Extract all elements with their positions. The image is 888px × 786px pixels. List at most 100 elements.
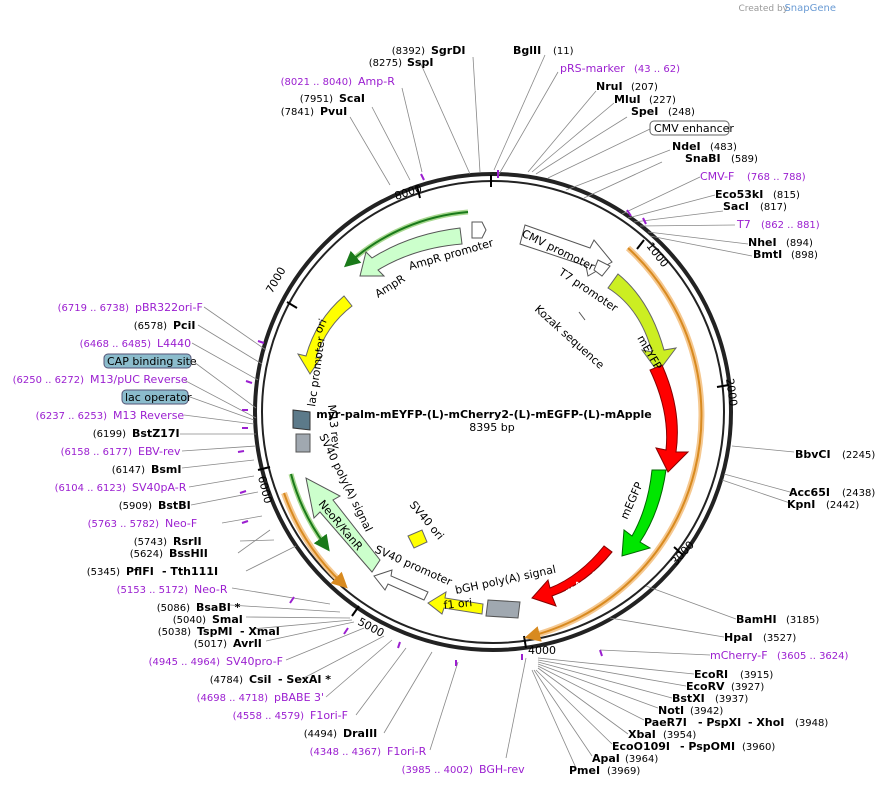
coord-pvui: (7841) (281, 107, 314, 118)
label-kozak: Kozak sequence (532, 303, 607, 372)
coord-xhoi: (3948) (795, 718, 828, 729)
enzyme-sspi[interactable]: SspI (407, 56, 433, 69)
primer-bgh-rev[interactable]: BGH-rev (479, 763, 525, 776)
enzyme-pcii[interactable]: PciI (173, 319, 195, 332)
coord-f1ori-f: (4558 .. 4579) (233, 711, 305, 722)
coord-pbabe3: (4698 .. 4718) (197, 693, 269, 704)
enzyme-xbai[interactable]: XbaI (628, 728, 656, 741)
enzyme-xhoi[interactable]: - XhoI (748, 716, 784, 729)
coord-ndei: (483) (710, 142, 737, 153)
enzyme-ecoo109i[interactable]: EcoO109I (612, 740, 670, 753)
meyfp-arrow (607, 273, 678, 373)
coord-mlui: (227) (649, 95, 676, 106)
primer-l4440[interactable]: L4440 (157, 337, 191, 350)
enzyme-csii[interactable]: CsiI (249, 673, 271, 686)
coord-neo-f: (5763 .. 5782) (88, 519, 160, 530)
enzyme-bbvci[interactable]: BbvCI (795, 448, 831, 461)
coord-t7: (862 .. 881) (761, 220, 820, 231)
primer-prs-marker[interactable]: pRS-marker (560, 62, 625, 75)
coord-amp-r: (8021 .. 8040) (281, 77, 353, 88)
enzyme-pspomi[interactable]: - PspOMI (680, 740, 735, 753)
enzyme-bsmi[interactable]: BsmI (151, 463, 182, 476)
enzyme-sexai[interactable]: - SexAI * (278, 673, 331, 686)
enzyme-apai[interactable]: ApaI (592, 752, 620, 765)
primer-f1ori-r[interactable]: F1ori-R (387, 745, 427, 758)
feature-lac-operator[interactable]: lac operator (125, 391, 192, 404)
primer-neo-f[interactable]: Neo-F (165, 517, 197, 530)
coord-bsmi: (6147) (112, 465, 145, 476)
primer-cmv-f[interactable]: CMV-F (700, 170, 734, 183)
enzyme-hpai[interactable]: HpaI (724, 631, 753, 644)
enzyme-bamhi[interactable]: BamHI (736, 613, 777, 626)
coord-noti: (3942) (690, 706, 723, 717)
coord-nrui: (207) (631, 82, 658, 93)
primer-t7[interactable]: T7 (736, 218, 751, 231)
t7-promoter-arrow (593, 259, 611, 277)
primer-amp-r[interactable]: Amp-R (358, 75, 395, 88)
coord-bamhi: (3185) (786, 615, 819, 626)
sv40-ori-box (407, 529, 428, 549)
enzyme-bglii[interactable]: BglII (513, 44, 541, 57)
plasmid-length: 8395 bp (469, 421, 514, 434)
enzyme-bstz17i[interactable]: BstZ17I (132, 427, 180, 440)
ampr-arrow (359, 227, 463, 277)
coord-sv40pa-r: (6104 .. 6123) (55, 483, 127, 494)
coord-sv40pro-f: (4945 .. 4964) (149, 657, 221, 668)
coord-bgh-rev: (3985 .. 4002) (402, 765, 474, 776)
enzyme-pvui[interactable]: PvuI (320, 105, 347, 118)
coord-apai: (3964) (625, 754, 658, 765)
enzyme-bsshii[interactable]: BssHII (169, 547, 208, 560)
ampr-promoter-arrow (471, 221, 487, 239)
enzyme-tspmi[interactable]: TspMI (197, 625, 233, 638)
enzyme-smai[interactable]: SmaI (212, 613, 243, 626)
tick-7000: 7000 (263, 265, 288, 296)
enzyme-scai[interactable]: ScaI (339, 92, 365, 105)
enzyme-bstbi[interactable]: BstBI (158, 499, 191, 512)
enzyme-noti[interactable]: NotI (658, 704, 684, 717)
enzyme-nrui[interactable]: NruI (596, 80, 623, 93)
cap-binding-site-box (103, 353, 192, 369)
enzyme-ecori[interactable]: EcoRI (694, 668, 728, 681)
feature-cmv-enhancer[interactable]: CMV enhancer (654, 122, 734, 135)
enzyme-bsabi[interactable]: BsaBI * (196, 601, 241, 614)
enzyme-ecorv[interactable]: EcoRV (686, 680, 725, 693)
primer-pbabe3[interactable]: pBABE 3' (274, 691, 324, 704)
enzyme-mlui[interactable]: MluI (614, 93, 641, 106)
tick-marks (257, 175, 730, 649)
orf-band-main (524, 247, 703, 642)
enzyme-bmti[interactable]: BmtI (753, 248, 782, 261)
enzyme-ndei[interactable]: NdeI (672, 140, 701, 153)
primer-pbr322ori-f[interactable]: pBR322ori-F (135, 301, 203, 314)
primer-ebv-rev[interactable]: EBV-rev (138, 445, 181, 458)
primer-m13-reverse[interactable]: M13 Reverse (113, 409, 184, 422)
primer-neo-r[interactable]: Neo-R (194, 583, 228, 596)
enzyme-avrii[interactable]: AvrII (233, 637, 262, 650)
enzyme-draiii[interactable]: DraIII (343, 727, 377, 740)
enzyme-xmai[interactable]: - XmaI (240, 625, 280, 638)
label-ori: ori (312, 317, 330, 335)
tick-5000: 5000 (356, 615, 387, 640)
coord-acc65i: (2438) (842, 488, 875, 499)
enzyme-saci[interactable]: SacI (723, 200, 749, 213)
enzyme-bstxi[interactable]: BstXI (672, 692, 705, 705)
primer-sv40pro-f[interactable]: SV40pro-F (226, 655, 283, 668)
primer-f1ori-f[interactable]: F1ori-F (310, 709, 348, 722)
enzyme-tth111i[interactable]: - Tth111I (162, 565, 218, 578)
primer-mcherry-f[interactable]: mCherry-F (710, 649, 768, 662)
enzyme-paer7i[interactable]: PaeR7I (644, 716, 687, 729)
enzyme-nhei[interactable]: NheI (748, 236, 777, 249)
enzyme-spei[interactable]: SpeI (631, 105, 658, 118)
enzyme-rsrii[interactable]: RsrII (173, 535, 202, 548)
enzyme-acc65i[interactable]: Acc65I (789, 486, 830, 499)
enzyme-pspxi[interactable]: - PspXI (698, 716, 741, 729)
feature-cap-binding-site[interactable]: CAP binding site (107, 355, 197, 368)
enzyme-eco53ki[interactable]: Eco53kI (715, 188, 763, 201)
enzyme-pflfi[interactable]: PflFI (126, 565, 154, 578)
enzyme-snabi[interactable]: SnaBI (685, 152, 721, 165)
enzyme-pmei[interactable]: PmeI (569, 764, 600, 777)
enzyme-sgrdi[interactable]: SgrDI (431, 44, 465, 57)
credit-brand: SnapGene (784, 3, 836, 14)
primer-sv40pa-r[interactable]: SV40pA-R (132, 481, 187, 494)
enzyme-kpni[interactable]: KpnI (787, 498, 815, 511)
primer-m13-puc-reverse[interactable]: M13/pUC Reverse (90, 373, 188, 386)
